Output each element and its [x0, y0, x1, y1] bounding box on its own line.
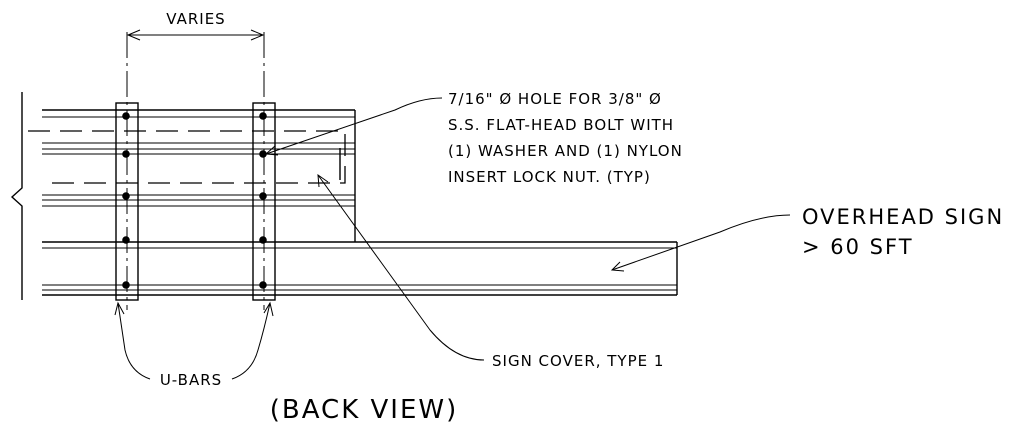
view-title: (BACK VIEW) — [270, 395, 459, 425]
varies-dimension: VARIES — [126, 10, 265, 41]
bolt — [122, 150, 130, 158]
hole-note-callout: 7/16" Ø HOLE FOR 3/8" Ø S.S. FLAT-HEAD B… — [264, 90, 683, 186]
overhead-sign-panel — [42, 241, 678, 296]
overhead-sign-line-1: OVERHEAD SIGN — [802, 205, 1004, 229]
sign-cover-callout: SIGN COVER, TYPE 1 — [317, 173, 664, 370]
bolt — [259, 236, 267, 244]
sign-cover-panel — [42, 109, 356, 242]
bolt — [259, 150, 267, 158]
u-bars-callout: U-BARS — [114, 301, 274, 389]
u-bars-label: U-BARS — [160, 371, 222, 389]
bolt — [122, 236, 130, 244]
hole-note-line-4: INSERT LOCK NUT. (TYP) — [448, 168, 651, 186]
overhead-sign-line-2: > 60 SFT — [802, 235, 914, 259]
hole-note-line-2: S.S. FLAT-HEAD BOLT WITH — [448, 116, 674, 134]
u-bar-left — [115, 32, 139, 310]
break-line — [10, 92, 23, 300]
sign-cover-label: SIGN COVER, TYPE 1 — [492, 352, 664, 370]
u-bar-right — [252, 32, 276, 310]
overhead-sign-callout: OVERHEAD SIGN > 60 SFT — [610, 205, 1004, 272]
bolt — [259, 112, 267, 120]
hole-note-line-1: 7/16" Ø HOLE FOR 3/8" Ø — [448, 90, 662, 108]
bolt — [122, 112, 130, 120]
hole-note-line-3: (1) WASHER AND (1) NYLON — [448, 142, 683, 160]
bolt — [259, 281, 267, 289]
bolt — [122, 192, 130, 200]
hidden-outline — [28, 130, 346, 184]
varies-label: VARIES — [166, 10, 225, 28]
bolt — [122, 281, 130, 289]
bolt — [259, 192, 267, 200]
